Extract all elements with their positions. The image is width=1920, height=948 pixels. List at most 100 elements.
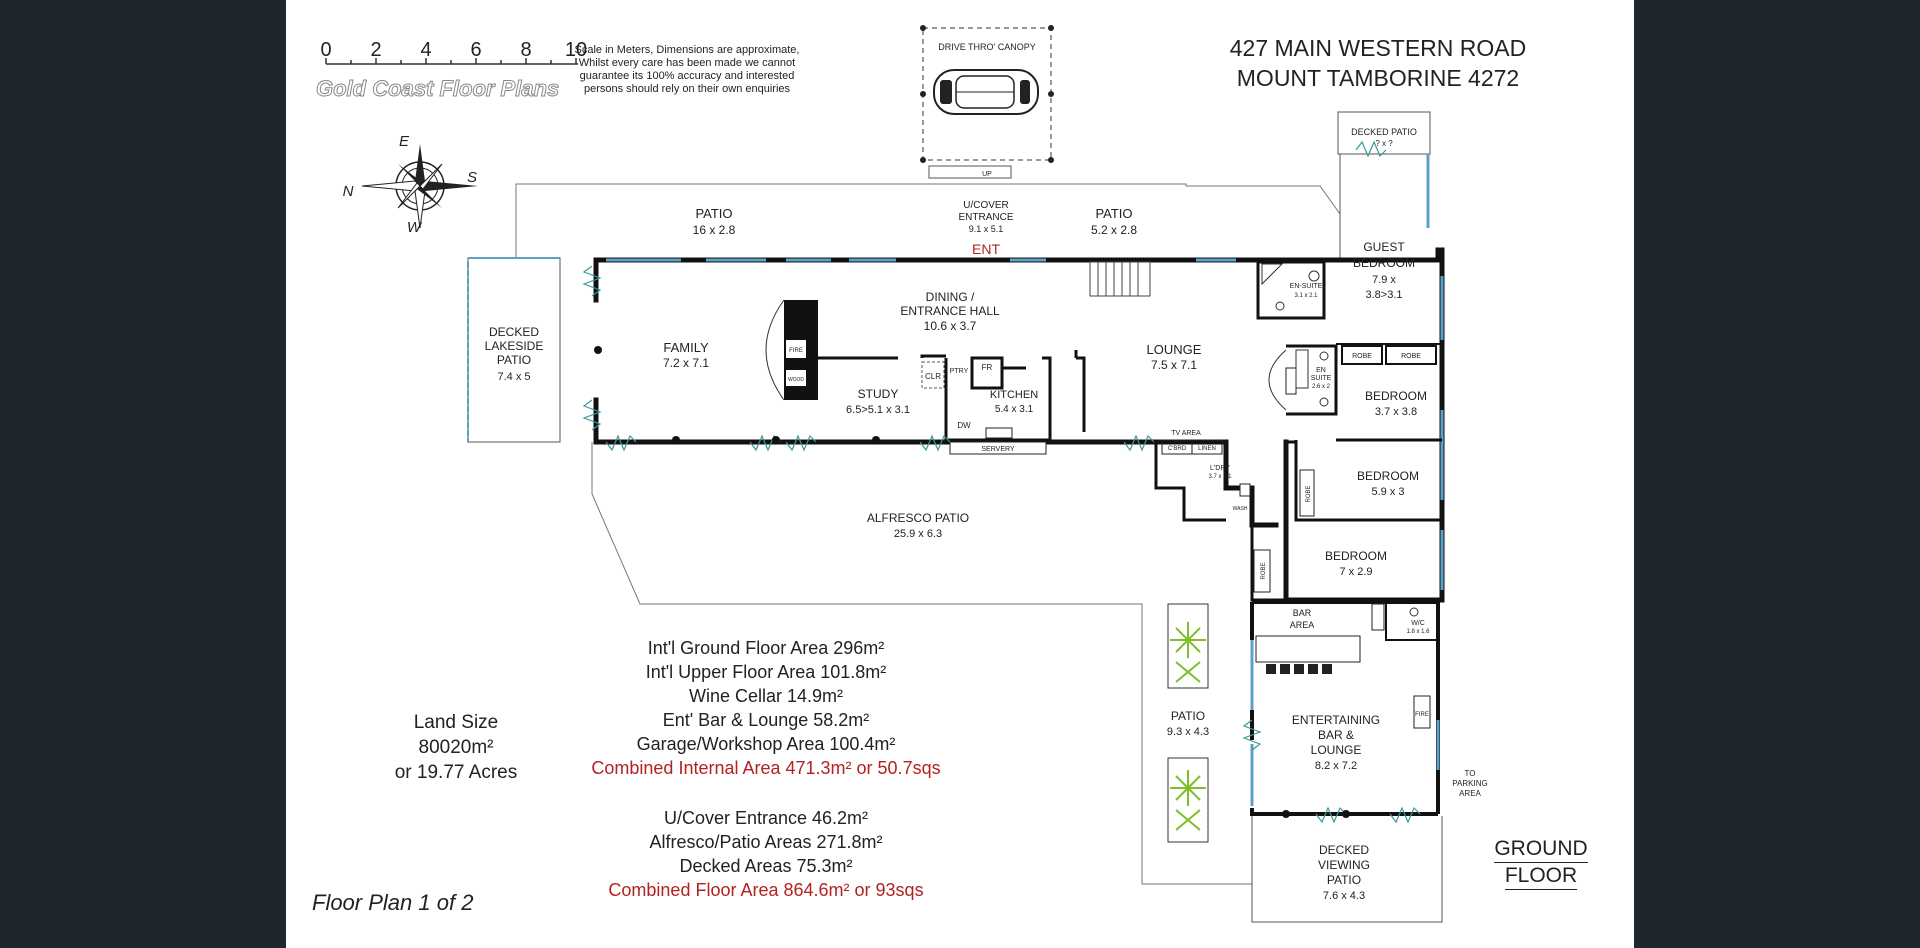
compass-label-s: S	[467, 169, 477, 186]
bedroom-3-dim: 7 x 2.9	[1339, 566, 1372, 578]
decked-viewing-patio	[1251, 816, 1443, 923]
study-name: STUDY	[858, 387, 899, 401]
guest-bedroom-dim-2: 3.8>3.1	[1365, 289, 1402, 301]
ucover-name-1: U/COVER	[963, 200, 1009, 211]
laundry-dim: 3.7 x 3.1	[1208, 474, 1232, 480]
patio-3-name: PATIO	[1171, 709, 1205, 723]
clr-cupboard	[921, 361, 945, 389]
entertaining-name-1: ENTERTAINING	[1292, 713, 1380, 727]
bedroom-3-robe-label: ROBE	[1261, 562, 1267, 579]
family-name: FAMILY	[663, 340, 709, 355]
alfresco-name: ALFRESCO PATIO	[867, 511, 969, 525]
robe-row	[1336, 343, 1442, 365]
patio-2-name: PATIO	[1095, 206, 1132, 221]
bedroom-1-dim: 3.7 x 3.8	[1375, 406, 1417, 418]
laundry-name: L'DRY	[1210, 465, 1230, 472]
compass-label-e: E	[399, 133, 410, 150]
entrance-label: ENT	[972, 241, 1000, 257]
patio-1-dim: 16 x 2.8	[693, 223, 736, 237]
combined-internal-area: Combined Internal Area 471.3m² or 50.7sq…	[591, 758, 941, 778]
planter-bottom	[1167, 757, 1209, 843]
cbrd-label: C'BRD	[1168, 446, 1187, 452]
entertaining-name-3: LOUNGE	[1311, 743, 1362, 757]
dining-name-1: DINING /	[926, 290, 975, 304]
dining-name-2: ENTRANCE HALL	[900, 304, 1000, 318]
ground-floor-label: GROUND FLOOR	[1486, 836, 1596, 890]
top-patio-outline	[515, 183, 1341, 258]
drive-canopy	[920, 25, 1054, 163]
wc-name: W/C	[1411, 620, 1425, 627]
dining-dim: 10.6 x 3.7	[924, 319, 977, 333]
lounge-name: LOUNGE	[1147, 342, 1202, 357]
scale-bar	[325, 58, 578, 65]
ptry-label: PTRY	[950, 368, 969, 375]
fire-label: FIRE	[789, 348, 803, 354]
ensuite-2-name-1: EN	[1316, 367, 1326, 374]
scale-tick-2: 2	[370, 39, 381, 61]
sliding-door-icons	[582, 140, 1421, 824]
viewing-dim: 7.6 x 4.3	[1323, 890, 1365, 902]
linen-cupboard	[1191, 439, 1223, 455]
alfresco-outline	[591, 442, 1252, 885]
guest-ensuite-name: EN-SUITE	[1290, 283, 1323, 290]
viewing-name-2: VIEWING	[1318, 858, 1370, 872]
areas-block-1: Int'l Ground Floor Area 296m² Int'l Uppe…	[566, 636, 966, 780]
posts	[594, 346, 1350, 818]
tv-area-label: TV AREA	[1171, 430, 1201, 437]
viewing-name-1: DECKED	[1319, 843, 1369, 857]
guest-bedroom-dim-1: 7.9 x	[1372, 274, 1396, 286]
scale-tick-0: 0	[320, 39, 331, 61]
areas-block-2: U/Cover Entrance 46.2m² Alfresco/Patio A…	[566, 806, 966, 902]
house-walls	[593, 247, 1445, 603]
guest-ensuite	[1256, 260, 1326, 320]
bedroom-2-robe-label: ROBE	[1306, 485, 1312, 502]
wash-label: WASH	[1233, 506, 1248, 512]
linen-label: LINEN	[1198, 446, 1216, 452]
land-size: Land Size 80020m² or 19.77 Acres	[366, 710, 546, 785]
servery-label: SERVERY	[981, 446, 1015, 453]
bar-stools	[1266, 664, 1332, 674]
scale-tick-8: 8	[520, 39, 531, 61]
ensuite-2-name-2: SUITE	[1311, 375, 1332, 382]
decked-patio-top-name: DECKED PATIO	[1351, 127, 1417, 137]
ground-floor-line-2: FLOOR	[1504, 863, 1578, 890]
patio-2-dim: 5.2 x 2.8	[1091, 223, 1137, 237]
brand-logo: Gold Coast Floor Plans	[316, 76, 559, 101]
area-line: Wine Cellar 14.9m²	[688, 686, 844, 706]
wc-dim: 1.8 x 1.6	[1406, 629, 1430, 635]
scale-tick-4: 4	[420, 39, 431, 61]
clr-label: CLR	[925, 372, 941, 381]
combined-floor-area: Combined Floor Area 864.6m² or 93sqs	[608, 880, 924, 900]
study-dim: 6.5>5.1 x 3.1	[846, 404, 910, 416]
patio-1-name: PATIO	[695, 206, 732, 221]
area-line: Alfresco/Patio Areas 271.8m²	[649, 832, 883, 852]
bar-fireplace-icon	[1413, 695, 1431, 729]
bedroom-2-name: BEDROOM	[1357, 469, 1419, 483]
disclaimer-line-1: Scale in Meters, Dimensions are approxim…	[575, 44, 800, 56]
area-line: Garage/Workshop Area 100.4m²	[636, 734, 896, 754]
compass-rose-icon	[361, 144, 478, 229]
ensuite-2-dim: 2.6 x 2	[1312, 384, 1331, 390]
disclaimer-line-3: guarantee its 100% accuracy and interest…	[580, 70, 795, 82]
entry-steps	[928, 165, 1012, 179]
compass-label-w: W	[407, 219, 423, 236]
bedroom-2-robe	[1299, 469, 1315, 517]
parking-label-1: TO	[1465, 769, 1476, 778]
lakeside-name-2: LAKESIDE	[485, 339, 544, 353]
area-line: Decked Areas 75.3m²	[679, 856, 853, 876]
car-icon	[933, 69, 1039, 115]
scale-tick-6: 6	[470, 39, 481, 61]
land-size-label: Land Size	[413, 712, 499, 733]
servery-counter	[949, 441, 1047, 455]
washing-machine-icon	[1239, 483, 1251, 497]
compass-label-n: N	[343, 183, 354, 200]
decked-patio-top-dim: ? x ?	[1375, 139, 1393, 148]
bar-area-name-1: BAR	[1293, 608, 1312, 618]
address-line-2: MOUNT TAMBORINE 4272	[1237, 65, 1519, 91]
floor-plan-sheet: 0 2 4 6 8 10 Gold Coast Floor Plans Scal…	[286, 0, 1634, 948]
windows	[606, 258, 1444, 590]
robe-label-1: ROBE	[1352, 353, 1372, 360]
viewing-name-3: PATIO	[1327, 873, 1361, 887]
ensuite-2	[1286, 344, 1338, 416]
wood-label: WOOD	[788, 377, 804, 383]
